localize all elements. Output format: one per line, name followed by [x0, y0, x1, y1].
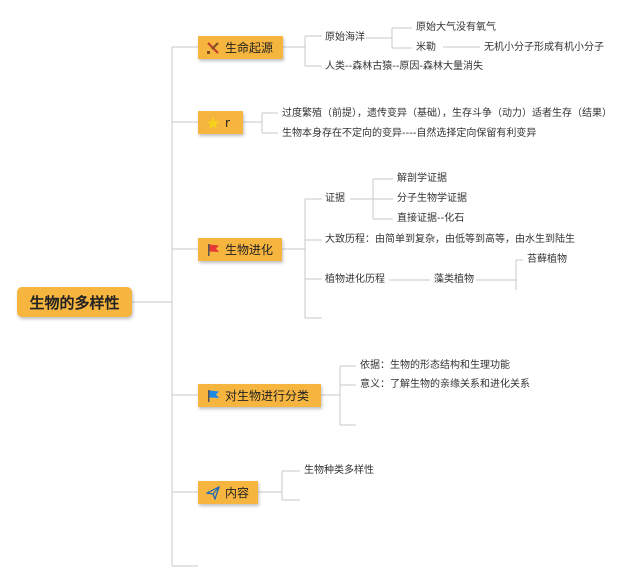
tools-icon	[206, 41, 220, 55]
red-flag-icon	[206, 243, 220, 257]
branch-label: 生命起源	[225, 41, 274, 55]
topic-human-origin[interactable]: 人类--森林古猿--原因-森林大量消失	[325, 61, 484, 72]
branch-classification[interactable]: 对生物进行分类	[198, 384, 321, 407]
topic-fossil-evidence[interactable]: 直接证据--化石	[397, 213, 465, 224]
topic-molecular-evidence[interactable]: 分子生物学证据	[397, 193, 467, 204]
topic-evolution-course[interactable]: 大致历程：由简单到复杂，由低等到高等，由水生到陆生	[325, 234, 575, 245]
topic-moss[interactable]: 苔藓植物	[527, 254, 567, 265]
topic-variation[interactable]: 生物本身存在不定向的变异----自然选择定向保留有利变异	[282, 128, 537, 139]
root-label: 生物的多样性	[29, 293, 120, 312]
branch-label: 生物进化	[225, 243, 274, 257]
topic-small-molecules[interactable]: 无机小分子形成有机小分子	[484, 42, 604, 53]
paper-plane-icon	[205, 485, 221, 501]
branch-label: r	[225, 115, 230, 130]
branch-r[interactable]: r	[198, 111, 243, 134]
topic-classification-meaning[interactable]: 意义：了解生物的亲缘关系和进化关系	[360, 379, 530, 390]
topic-anatomy-evidence[interactable]: 解剖学证据	[397, 173, 447, 184]
topic-species-diversity[interactable]: 生物种类多样性	[304, 465, 374, 476]
branch-label: 对生物进行分类	[225, 389, 310, 403]
root-node[interactable]: 生物的多样性	[17, 287, 132, 317]
star-icon	[206, 116, 220, 130]
topic-primitive-ocean[interactable]: 原始海洋	[325, 32, 365, 43]
blue-flag-icon	[206, 389, 220, 403]
topic-algae[interactable]: 藻类植物	[434, 274, 474, 285]
topic-evidence[interactable]: 证据	[325, 193, 345, 204]
topic-plant-evolution[interactable]: 植物进化历程	[325, 274, 385, 285]
topic-miller[interactable]: 米勒	[416, 42, 436, 53]
branch-content[interactable]: 内容	[198, 481, 258, 504]
branch-label: 内容	[225, 486, 250, 500]
topic-primitive-atmosphere[interactable]: 原始大气没有氧气	[416, 22, 496, 33]
branch-origin-of-life[interactable]: 生命起源	[198, 36, 283, 59]
topic-natural-selection[interactable]: 过度繁殖（前提），遗传变异（基础），生存斗争（动力）适者生存（结果）	[282, 108, 612, 119]
branch-evolution[interactable]: 生物进化	[198, 238, 282, 261]
topic-classification-basis[interactable]: 依据：生物的形态结构和生理功能	[360, 360, 510, 371]
